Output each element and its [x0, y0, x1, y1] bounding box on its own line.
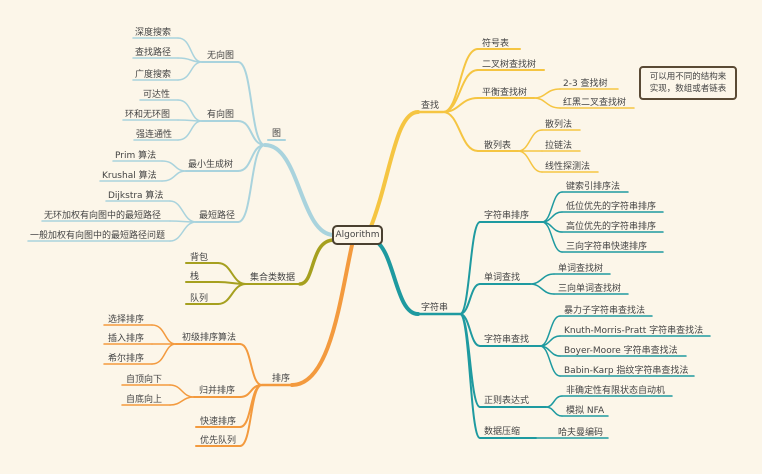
- stack-leaf: 栈: [190, 270, 199, 282]
- note-line-2: 实现，数组或者链表: [649, 84, 727, 94]
- bag-leaf: 背包: [190, 251, 208, 263]
- bfs-leaf: 广度搜索: [135, 68, 171, 80]
- linear-probing-leaf: 线性探测法: [545, 160, 590, 172]
- undirected-graph-node: 无向图: [207, 49, 234, 61]
- balanced-tree-note: 可以用不同的结构来 实现，数组或者链表: [639, 66, 737, 100]
- general-shortest-leaf: 一般加权有向图中的最短路径问题: [30, 229, 165, 241]
- top-down-leaf: 自顶向下: [126, 373, 162, 385]
- dfs-leaf: 深度搜索: [135, 26, 171, 38]
- lsd-sort-leaf: 低位优先的字符串排序: [566, 200, 656, 212]
- elementary-sort-node: 初级排序算法: [182, 331, 236, 343]
- kruskal-leaf: Krushal 算法: [102, 169, 157, 181]
- sort-node: 排序: [272, 372, 290, 384]
- msd-sort-leaf: 高位优先的字符串排序: [566, 220, 656, 232]
- string-node: 字符串: [421, 301, 448, 313]
- dag-shortest-leaf: 无环加权有向图中的最短路径: [44, 209, 161, 221]
- search-branch: [368, 48, 635, 231]
- note-line-1: 可以用不同的结构来: [649, 72, 727, 82]
- root-node: Algorithm: [332, 225, 383, 245]
- find-path-leaf: 查找路径: [135, 46, 171, 58]
- nfa-leaf: 非确定性有限状态自动机: [566, 384, 665, 396]
- symbol-table-node: 符号表: [482, 37, 509, 49]
- sort-branch: [103, 243, 354, 447]
- string-branch: [372, 191, 711, 439]
- cycle-leaf: 环和无环图: [125, 109, 170, 120]
- search-node: 查找: [421, 99, 439, 111]
- collection-node: 集合类数据: [250, 271, 295, 283]
- selection-sort-leaf: 选择排序: [108, 313, 144, 325]
- insertion-sort-leaf: 插入排序: [108, 332, 144, 344]
- separate-chaining-leaf: 拉链法: [545, 139, 572, 151]
- kmp-leaf: Knuth-Morris-Pratt 字符串查找法: [564, 324, 703, 336]
- balanced-tree-node: 平衡查找树: [482, 86, 527, 98]
- priority-queue-node: 优先队列: [200, 434, 236, 446]
- hash-table-node: 散列表: [484, 139, 511, 151]
- rabin-karp-leaf: Babin-Karp 指纹字符串查找法: [564, 364, 688, 376]
- graph-node: 图: [272, 128, 281, 139]
- huffman-leaf: 哈夫曼编码: [558, 426, 603, 438]
- boyer-moore-leaf: Boyer-Moore 字符串查找法: [564, 344, 678, 356]
- strong-connectivity-leaf: 强连通性: [136, 128, 172, 140]
- three-way-quicksort-leaf: 三向字符串快速排序: [566, 240, 647, 252]
- hashing-leaf: 散列法: [545, 118, 572, 130]
- bst-node: 二叉树查找树: [482, 58, 536, 70]
- word-search-node: 单词查找: [484, 271, 520, 283]
- tst-leaf: 三向单词查找树: [558, 282, 621, 294]
- directed-graph-node: 有向图: [207, 108, 234, 120]
- mst-node: 最小生成树: [188, 158, 233, 170]
- reachability-leaf: 可达性: [143, 88, 170, 100]
- root-label: Algorithm: [335, 230, 380, 240]
- queue-leaf: 队列: [190, 292, 208, 304]
- prim-leaf: Prim 算法: [115, 149, 156, 161]
- brute-force-leaf: 暴力子字符串查找法: [564, 304, 645, 316]
- simulate-nfa-leaf: 模拟 NFA: [566, 404, 605, 416]
- key-indexed-sort-leaf: 键索引排序法: [566, 180, 620, 192]
- graph-branch: [27, 37, 336, 242]
- shortest-path-node: 最短路径: [199, 209, 235, 221]
- dijkstra-leaf: Dijkstra 算法: [108, 189, 163, 201]
- two-three-tree-leaf: 2-3 查找树: [563, 77, 608, 89]
- substring-search-node: 字符串查找: [484, 333, 529, 345]
- shell-sort-leaf: 希尔排序: [108, 352, 144, 364]
- quick-sort-node: 快速排序: [200, 415, 236, 427]
- red-black-tree-leaf: 红黑二叉查找树: [563, 96, 626, 108]
- regex-node: 正则表达式: [484, 394, 529, 406]
- compression-node: 数据压缩: [484, 425, 520, 437]
- collection-branch: [185, 238, 336, 305]
- string-sort-node: 字符串排序: [484, 209, 529, 221]
- bottom-up-leaf: 自底向上: [126, 393, 162, 405]
- merge-sort-node: 归并排序: [199, 384, 235, 396]
- trie-leaf: 单词查找树: [558, 262, 603, 274]
